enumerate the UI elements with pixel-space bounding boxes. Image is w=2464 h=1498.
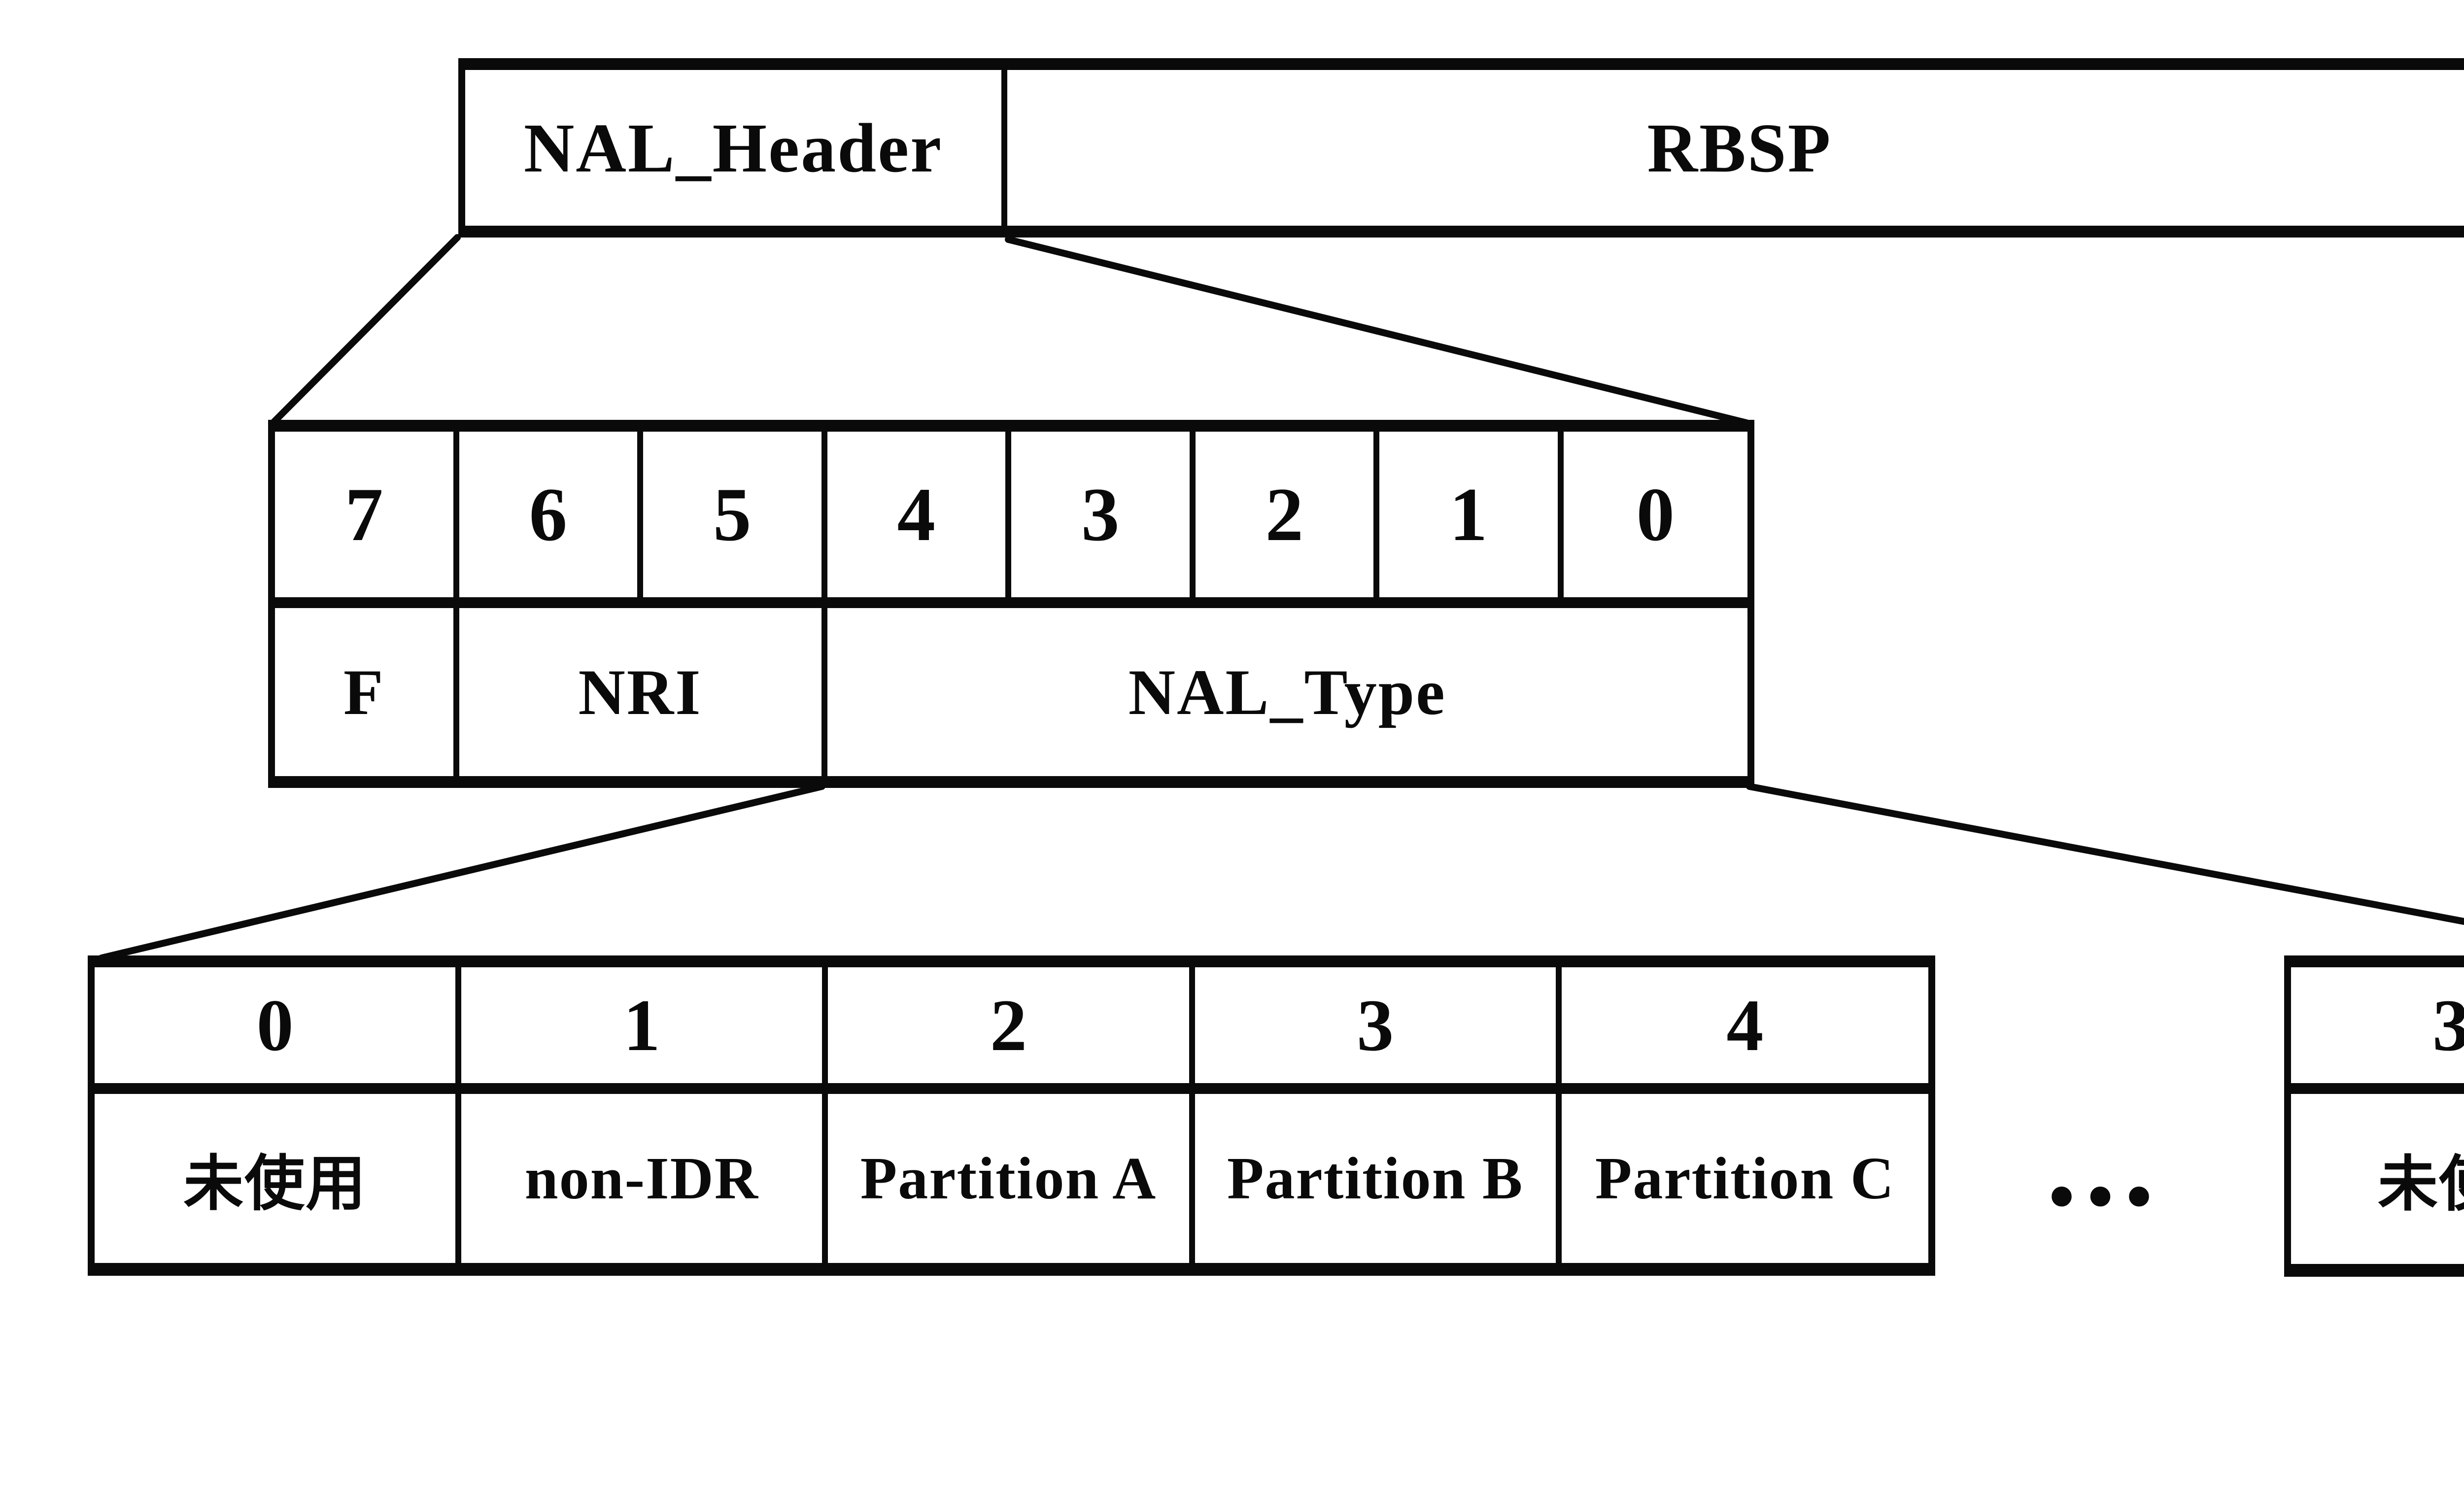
bit-cell-0: 0: [1563, 432, 1747, 608]
field-cell-f: F: [275, 608, 459, 776]
nal-type-value-31-box: 31 未使用: [2284, 955, 2464, 1277]
bit-cell-7: 7: [275, 432, 459, 608]
bit-cell-1: 1: [1379, 432, 1564, 608]
connector-naltype-right: [1746, 783, 2464, 925]
type-value-cell-1: 1: [461, 967, 828, 1094]
field-cell-nal-type: NAL_Type: [827, 608, 1747, 776]
type-meaning-cell-2: Partition A: [828, 1094, 1195, 1263]
connector-header-right: [1005, 236, 1750, 426]
ellipsis-dots: ...: [2046, 1095, 2162, 1232]
bit-cell-3: 3: [1011, 432, 1196, 608]
bit-cell-5: 5: [643, 432, 827, 608]
bit-cell-4: 4: [827, 432, 1011, 608]
type-meaning-cell-1: non-IDR: [461, 1094, 828, 1263]
bit-cell-2: 2: [1195, 432, 1379, 608]
rbsp-cell: RBSP: [1007, 70, 2464, 226]
bit-cell-6: 6: [459, 432, 643, 608]
type-value-cell-4: 4: [1561, 967, 1928, 1094]
nal-header-bit-table: 7 6 5 4 3 2 1 0 F NRI NAL_Type: [268, 420, 1754, 788]
connector-header-left: [271, 234, 461, 425]
connector-naltype-left: [98, 783, 825, 961]
type-meaning-cell-4: Partition C: [1561, 1094, 1928, 1263]
nal-unit-box: NAL_Header RBSP: [458, 58, 2464, 238]
type-value-cell-2: 2: [828, 967, 1195, 1094]
type-value-cell-0: 0: [95, 967, 462, 1094]
type-value-cell-3: 3: [1195, 967, 1562, 1094]
type-meaning-cell-3: Partition B: [1195, 1094, 1562, 1263]
type-meaning-cell-0: 未使用: [95, 1094, 462, 1263]
field-cell-nri: NRI: [459, 608, 827, 776]
type-meaning-cell-31: 未使用: [2291, 1094, 2464, 1264]
nal-header-cell: NAL_Header: [465, 70, 1007, 226]
type-value-cell-31: 31: [2291, 967, 2464, 1094]
nal-type-value-table: 0 1 2 3 4 未使用 non-IDR Partition A Partit…: [88, 955, 1935, 1276]
